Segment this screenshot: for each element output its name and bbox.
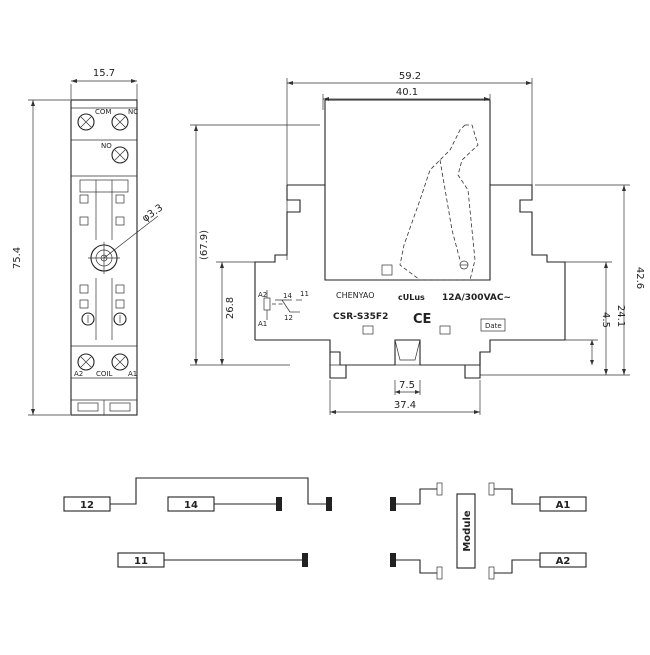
date-label: Date [485, 322, 502, 330]
terminal-box-a1 [539, 496, 587, 512]
release-lever-right [113, 312, 127, 326]
terminal-box-a2 [539, 552, 587, 568]
side-view: 59.2 40.1 (67.9) 26.8 42.6 24.1 [190, 71, 645, 415]
terminal-screw-com [77, 113, 95, 131]
dim-rail: 37.4 [394, 400, 416, 411]
terminal-label-a2: A2 [556, 556, 571, 567]
dim-small-height: 4.5 [600, 312, 611, 328]
dim-slot: 7.5 [399, 380, 415, 391]
contact-14 [276, 497, 282, 511]
terminal-screw-nc [111, 113, 129, 131]
front-width-dim: 15.7 [93, 68, 115, 79]
terminal-label-12: 12 [80, 500, 94, 511]
front-label-nc: NC [128, 108, 138, 116]
dim-total-width: 59.2 [399, 71, 421, 82]
pin-module-right-top [488, 482, 495, 496]
dim-base-right: 24.1 [615, 305, 626, 327]
front-label-a2: A2 [74, 370, 83, 378]
schematic-pin-11: 11 [300, 290, 309, 298]
coil-contact-schematic [263, 290, 302, 320]
pin-module-right-bottom [488, 566, 495, 580]
rating-label: 12A/300VAC~ [442, 293, 511, 303]
dim-right-height: 42.6 [634, 267, 645, 289]
contact-module-left-bottom [390, 553, 396, 567]
contact-module-left-top [390, 497, 396, 511]
dim-relay-width: 40.1 [396, 87, 418, 98]
terminal-label-11: 11 [134, 556, 148, 567]
terminal-screw-a2 [77, 353, 95, 371]
front-height-dim: 75.4 [12, 247, 23, 269]
pin-module-left-bottom [436, 566, 443, 580]
terminal-label-a1: A1 [556, 500, 571, 511]
pin-module-left-top [436, 482, 443, 496]
wiring-diagram: 12 14 11 Module A1 A2 [63, 477, 587, 580]
module-label: Module [462, 510, 473, 552]
front-label-a1: A1 [128, 370, 137, 378]
module-box [456, 493, 476, 569]
terminal-label-14: 14 [184, 500, 198, 511]
ce-mark: CE [413, 312, 431, 327]
dim-overall-height: (67.9) [199, 230, 210, 260]
schematic-pin-12: 12 [284, 314, 293, 322]
front-label-com: COM [95, 108, 111, 116]
dim-base-height: 26.8 [225, 297, 236, 319]
terminal-screw-a1 [111, 353, 129, 371]
front-label-no: NO [101, 142, 112, 150]
schematic-pin-a1: A1 [258, 320, 267, 328]
schematic-pin-a2: A2 [258, 291, 267, 299]
schematic-pin-14: 14 [283, 292, 292, 300]
mounting-hole [88, 215, 159, 274]
contact-11 [302, 553, 308, 567]
front-label-coil: COIL [96, 370, 112, 378]
contact-12 [326, 497, 332, 511]
cert-mark: cULus [398, 293, 425, 302]
model-label: CSR-S35F2 [333, 312, 388, 322]
terminal-screw-no [111, 146, 129, 164]
front-view: 15.7 75.4 COM NC NO [12, 68, 165, 416]
brand-label: CHENYAO [336, 291, 375, 300]
hole-diameter-dim: φ3.3 [140, 203, 165, 225]
release-lever-left [81, 312, 95, 326]
